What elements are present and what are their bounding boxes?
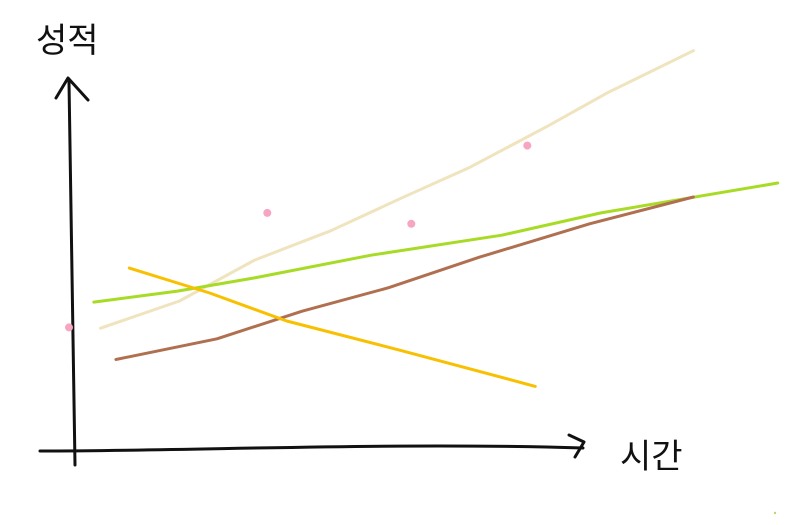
x-axis-label: 시간 xyxy=(620,437,683,477)
scatter-point-2 xyxy=(263,208,272,217)
x-axis xyxy=(38,444,585,453)
y-axis-label: 성적 xyxy=(36,21,99,61)
y-axis-arrowhead xyxy=(54,76,90,102)
chart-axes xyxy=(38,76,586,467)
series-layer xyxy=(92,49,780,388)
scatter-point-3 xyxy=(407,219,416,228)
scatter-point-1 xyxy=(65,323,73,332)
x-axis-arrowhead xyxy=(567,433,586,459)
series-line-3 xyxy=(114,195,695,361)
scatter-point-4 xyxy=(523,141,532,150)
corner-speck xyxy=(773,511,777,515)
series-line-4 xyxy=(127,266,537,388)
scatter-layer xyxy=(65,141,532,332)
y-axis xyxy=(67,80,77,467)
series-line-2 xyxy=(92,181,780,304)
